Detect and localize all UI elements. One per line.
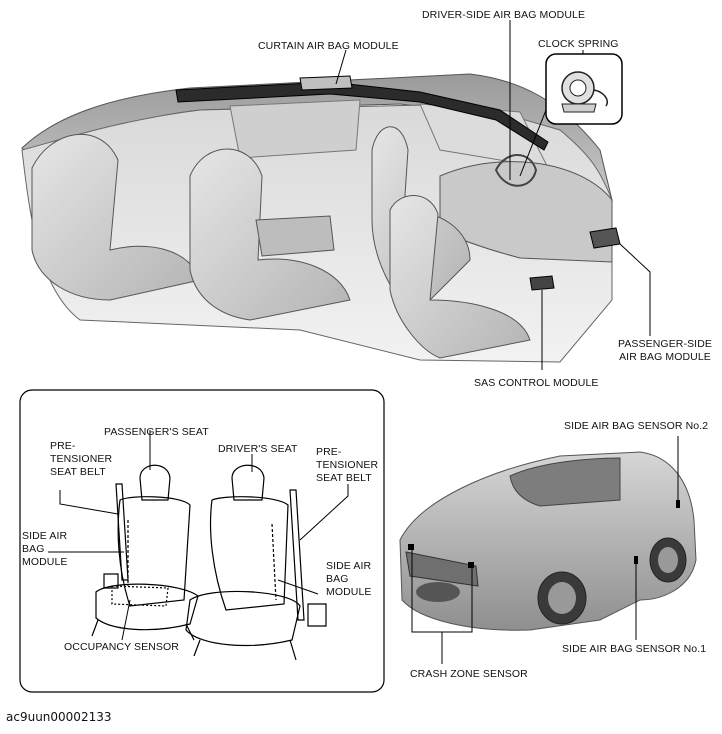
passengers-seat-label: PASSENGER'S SEAT xyxy=(104,426,209,438)
leader-lines-exterior xyxy=(411,436,679,664)
second-row-console xyxy=(255,215,335,257)
pretensioner-seat-belt-right-label: PRE-TENSIONER SEAT BELT xyxy=(316,446,379,484)
sas-control-module-label: SAS CONTROL MODULE xyxy=(474,377,599,389)
side-air-bag-module-right-label: SIDE AIR BAG MODULE xyxy=(326,560,372,598)
side-sensor-no1-mark xyxy=(634,556,638,564)
leader-lines-upper xyxy=(335,20,651,370)
passenger-air-bag-module-box xyxy=(589,227,621,249)
crash-zone-sensor-right-mark xyxy=(468,562,474,568)
clock-spring-label: CLOCK SPRING xyxy=(538,38,619,50)
curtain-air-bag-inflator xyxy=(299,75,353,91)
side-air-bag-module-left-label: SIDE AIR BAG MODULE xyxy=(22,530,68,568)
crash-zone-sensor-left-mark xyxy=(408,544,414,550)
side-window xyxy=(229,99,361,159)
front-passenger-seat xyxy=(389,195,531,359)
curtain-air-bag-module-label: CURTAIN AIR BAG MODULE xyxy=(258,40,399,52)
second-row-seat xyxy=(189,148,351,321)
drivers-seat-label: DRIVER'S SEAT xyxy=(218,443,298,455)
sas-control-module-box xyxy=(529,275,555,291)
side-air-bag-sensor-no2-label: SIDE AIR BAG SENSOR No.2 xyxy=(564,420,709,432)
drivers-seat-drawing xyxy=(185,464,301,661)
pretensioner-seat-belt-left-label: PRE-TENSIONER SEAT BELT xyxy=(50,440,113,478)
side-air-bag-sensor-no1-label: SIDE AIR BAG SENSOR No.1 xyxy=(562,643,707,655)
leader-lines-seats xyxy=(48,430,349,641)
exterior-car-drawing xyxy=(399,451,697,631)
seats-inset-frame xyxy=(19,389,385,693)
curtain-air-bag xyxy=(175,81,549,151)
figure-code: ac9uun00002133 xyxy=(6,710,112,724)
third-row-seat xyxy=(31,133,201,301)
pretensioner-belt-left xyxy=(103,483,129,589)
passenger-side-air-bag-module-label: PASSENGER-SIDE AIR BAG MODULE xyxy=(618,338,712,363)
occupancy-sensor-label: OCCUPANCY SENSOR xyxy=(64,641,179,653)
steering-wheel xyxy=(494,154,538,187)
driver-side-air-bag-module-label: DRIVER-SIDE AIR BAG MODULE xyxy=(422,9,586,21)
crash-zone-sensor-label: CRASH ZONE SENSOR xyxy=(410,668,528,680)
pretensioner-belt-right xyxy=(289,489,327,627)
passengers-seat-drawing xyxy=(91,464,199,641)
side-sensor-no2-mark xyxy=(676,500,680,508)
